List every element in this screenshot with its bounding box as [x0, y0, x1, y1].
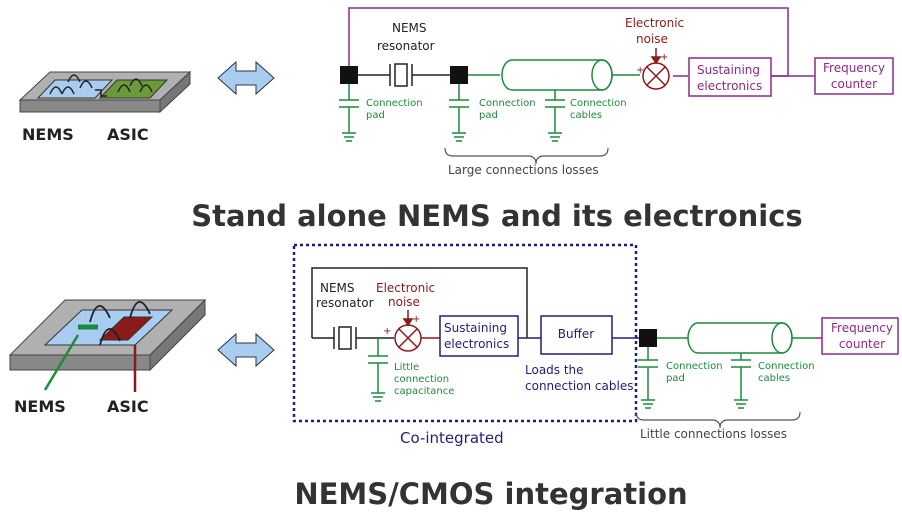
top-asic-die: [98, 79, 169, 99]
top-losses-label: Large connections losses: [448, 163, 599, 177]
top-pad1-label-1: Connection: [366, 98, 423, 109]
top-losses-bracket: [444, 147, 609, 165]
bottom-sustaining-label-1: Sustaining: [444, 321, 507, 335]
bottom-pad-label-2: pad: [666, 373, 685, 384]
bottom-resonator-label-1: NEMS: [320, 281, 355, 295]
bottom-resonator-icon: [312, 326, 394, 350]
bottom-pad-capacitor: [638, 347, 658, 409]
bottom-cap-label-1: Little: [394, 362, 419, 373]
bottom-mixer-plus-top: +: [412, 314, 420, 325]
top-chip-nems-label: NEMS: [22, 125, 74, 144]
bottom-chip-asic-label: ASIC: [107, 397, 149, 416]
top-noise-label-1: Electronic: [625, 16, 684, 30]
top-pad2-capacitor: [449, 84, 469, 142]
top-freq-label-1: Frequency: [823, 61, 885, 75]
bottom-loads-label-1: Loads the: [525, 363, 584, 377]
top-connection-pad-2: [450, 66, 468, 84]
top-mixer-plus-top: +: [660, 52, 668, 63]
bottom-little-capacitor: [368, 338, 388, 402]
bottom-section-title: NEMS/CMOS integration: [294, 477, 687, 511]
top-pad1-capacitor: [339, 84, 359, 142]
bottom-cap-label-3: capacitance: [394, 386, 454, 397]
top-nems-die: [36, 79, 114, 99]
top-pad1-label-2: pad: [366, 110, 385, 121]
top-section-title: Stand alone NEMS and its electronics: [191, 199, 802, 233]
top-resonator-label-2: resonator: [377, 39, 435, 53]
bottom-frequency-counter-box: [821, 317, 899, 355]
top-mixer-plus-left: +: [636, 65, 644, 76]
top-pad2-label-1: Connection: [479, 98, 536, 109]
bottom-connection-pad: [639, 329, 657, 347]
top-chip-illustration: [18, 70, 192, 114]
bottom-cables-label-1: Connection: [758, 361, 815, 372]
bottom-double-arrow-icon: [217, 332, 275, 368]
top-sustaining-label-2: electronics: [697, 79, 762, 93]
top-frequency-counter-box: [814, 57, 894, 95]
bottom-buffer-box: [540, 315, 613, 355]
bottom-losses-label: Little connections losses: [640, 427, 787, 441]
bottom-freq-label-2: counter: [839, 337, 885, 351]
bottom-sustaining-label-2: electronics: [444, 337, 509, 351]
top-freq-label-2: counter: [831, 77, 877, 91]
top-resonator-icon: [358, 63, 450, 87]
co-integrated-label: Co-integrated: [400, 429, 504, 447]
top-noise-mixer-icon: [642, 48, 670, 90]
top-chip-asic-label: ASIC: [107, 125, 149, 144]
bottom-cap-label-2: connection: [394, 374, 449, 385]
top-connection-pad-1: [340, 66, 358, 84]
top-cables-label-2: cables: [570, 110, 602, 121]
bottom-buffer-label: Buffer: [558, 327, 594, 341]
bottom-chip-illustration: [8, 298, 207, 392]
bottom-noise-mixer-icon: [394, 310, 440, 352]
top-pad2-label-2: pad: [479, 110, 498, 121]
top-cable-icon: [468, 59, 640, 142]
bottom-noise-label-1: Electronic: [376, 281, 435, 295]
bottom-noise-label-2: noise: [388, 295, 420, 309]
bottom-mixer-plus-left: +: [383, 326, 391, 337]
bottom-chip-nems-label: NEMS: [14, 397, 66, 416]
bottom-sustaining-electronics-box: [439, 315, 519, 357]
bottom-cable-icon: [657, 322, 815, 409]
bottom-pad-label-1: Connection: [666, 361, 723, 372]
bottom-cables-label-2: cables: [758, 373, 790, 384]
top-cables-label-1: Connection: [570, 98, 627, 109]
top-noise-label-2: noise: [636, 32, 668, 46]
bottom-resonator-label-2: resonator: [316, 296, 374, 310]
top-resonator-label-1: NEMS: [392, 21, 427, 35]
top-double-arrow-icon: [217, 60, 275, 96]
top-feedback-loop: [348, 7, 815, 77]
top-sustaining-label-1: Sustaining: [697, 63, 760, 77]
co-integrated-boundary: [292, 243, 638, 423]
top-sustaining-electronics-box: [688, 57, 772, 97]
bottom-loads-label-2: connection cables: [525, 379, 633, 393]
bottom-losses-bracket: [635, 411, 801, 429]
bottom-feedback-loop: [311, 267, 528, 338]
bottom-freq-label-1: Frequency: [831, 321, 893, 335]
